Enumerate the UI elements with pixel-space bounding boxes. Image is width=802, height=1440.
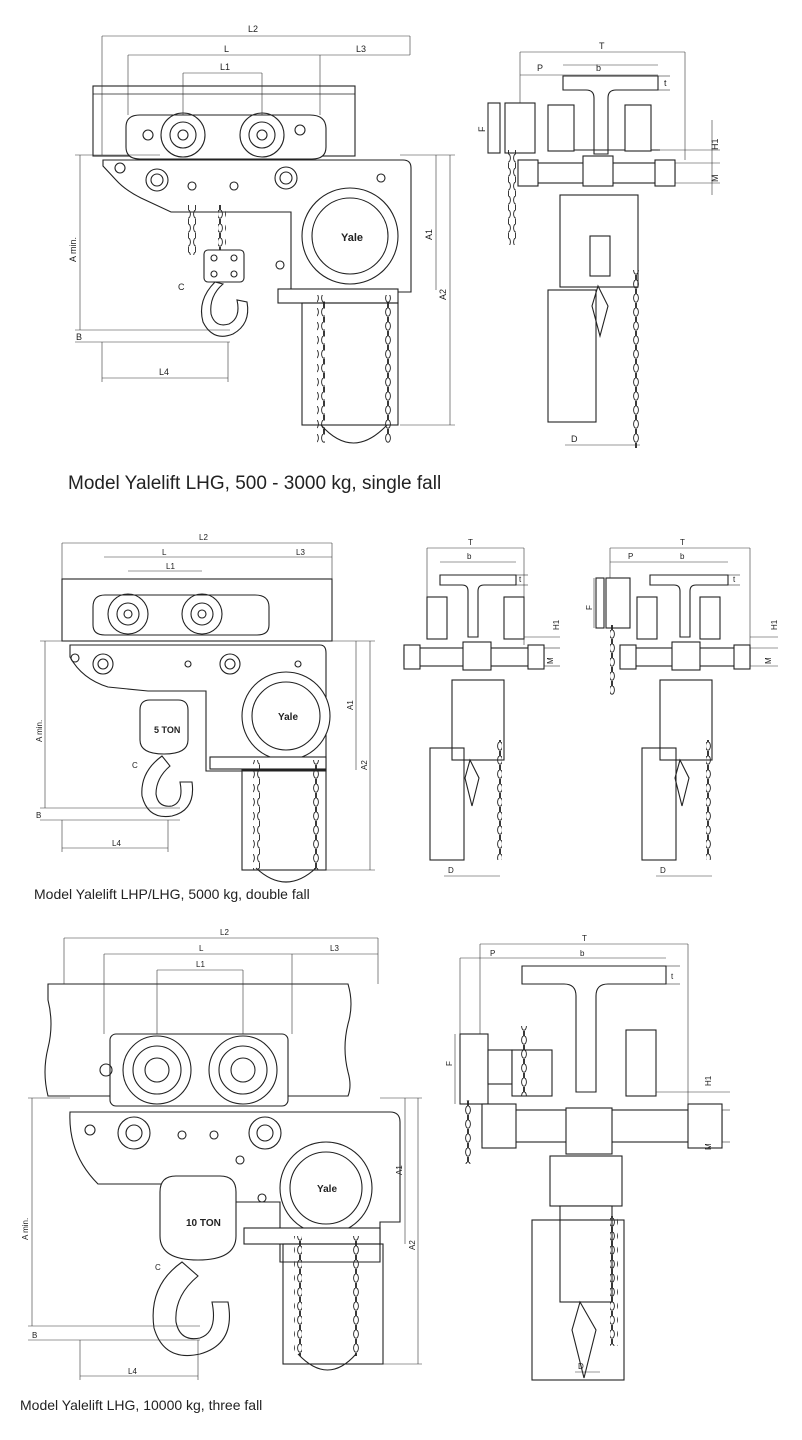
brand-text: Yale xyxy=(341,232,363,244)
dim-A2: A2 xyxy=(408,1240,417,1250)
dim-L1: L1 xyxy=(196,960,205,969)
block-label-10-ton: 10 TON xyxy=(186,1218,221,1229)
dim-M: M xyxy=(546,657,555,664)
dim-P: P xyxy=(537,63,543,73)
dim-A2: A2 xyxy=(360,760,369,770)
dim-M: M xyxy=(764,657,773,664)
dim-L3: L3 xyxy=(296,548,305,557)
dim-D: D xyxy=(448,866,454,875)
dim-A-min: A min. xyxy=(35,720,44,742)
caption-three-fall: Model Yalelift LHG, 10000 kg, three fall xyxy=(20,1397,263,1413)
dim-H1: H1 xyxy=(552,619,561,630)
dim-L1: L1 xyxy=(166,562,175,571)
dim-P: P xyxy=(490,949,495,958)
figure-double-fall-side: Yale 5 TON L2 L L3 L1 L4 B C A min. A1 A… xyxy=(35,533,375,883)
dim-T: T xyxy=(582,934,587,943)
dim-C: C xyxy=(155,1263,161,1272)
dim-M: M xyxy=(710,175,720,183)
dim-B: B xyxy=(32,1331,37,1340)
dim-H1: H1 xyxy=(704,1075,713,1086)
dim-C: C xyxy=(178,282,185,292)
dim-L4: L4 xyxy=(112,839,121,848)
dim-M: M xyxy=(704,1143,713,1150)
figure-single-fall-end: T P b t F H1 M D xyxy=(477,41,720,448)
dim-L2: L2 xyxy=(199,533,208,542)
block-label-5-ton: 5 TON xyxy=(154,725,180,735)
figure-three-fall-side: Yale 10 TON L2 L L3 L1 L4 B C A min. A1 … xyxy=(21,928,422,1380)
figure-single-fall-side: Yale L2 L L3 L1 L4 B C A min. A1 A2 xyxy=(68,24,455,444)
dim-t: t xyxy=(519,575,522,584)
figure-double-fall-end-a: T b t H1 M D xyxy=(403,538,561,877)
dim-F: F xyxy=(477,126,487,132)
dim-A-min: A min. xyxy=(21,1218,30,1240)
dim-t: t xyxy=(664,78,667,88)
dim-L1: L1 xyxy=(220,62,230,72)
dim-b: b xyxy=(680,552,685,561)
dim-A1: A1 xyxy=(395,1165,404,1175)
figure-three-fall-end: T P b t F H1 M D xyxy=(445,934,730,1381)
dim-L: L xyxy=(199,944,204,953)
dim-A2: A2 xyxy=(438,289,448,300)
dim-D: D xyxy=(578,1362,584,1371)
dim-T: T xyxy=(468,538,473,547)
dim-B: B xyxy=(76,332,82,342)
dim-D: D xyxy=(660,866,666,875)
caption-double-fall: Model Yalelift LHP/LHG, 5000 kg, double … xyxy=(34,886,310,902)
dim-L: L xyxy=(162,548,167,557)
dim-F: F xyxy=(445,1061,454,1066)
caption-single-fall: Model Yalelift LHG, 500 - 3000 kg, singl… xyxy=(68,473,442,494)
dim-F: F xyxy=(585,605,594,610)
dim-L4: L4 xyxy=(159,367,169,377)
dim-L: L xyxy=(224,44,229,54)
dim-L4: L4 xyxy=(128,1367,137,1376)
dim-t: t xyxy=(671,972,674,981)
dim-b: b xyxy=(596,63,601,73)
dim-H1: H1 xyxy=(770,619,779,630)
dim-L3: L3 xyxy=(356,44,366,54)
figure-double-fall-end-b: T P b t F H1 M D xyxy=(585,538,779,877)
dim-L3: L3 xyxy=(330,944,339,953)
dim-L2: L2 xyxy=(248,24,258,34)
dim-A1: A1 xyxy=(346,700,355,710)
dim-b: b xyxy=(580,949,585,958)
dim-T: T xyxy=(599,41,605,51)
dim-b: b xyxy=(467,552,472,561)
dim-D: D xyxy=(571,434,578,444)
dim-H1: H1 xyxy=(710,138,720,150)
dim-A1: A1 xyxy=(424,229,434,240)
dim-A-min: A min. xyxy=(68,237,78,262)
dim-L2: L2 xyxy=(220,928,229,937)
brand-text: Yale xyxy=(317,1184,337,1195)
dim-C: C xyxy=(132,761,138,770)
dim-P: P xyxy=(628,552,633,561)
dim-B: B xyxy=(36,811,41,820)
dim-T: T xyxy=(680,538,685,547)
brand-text: Yale xyxy=(278,712,298,723)
dim-t: t xyxy=(733,575,736,584)
